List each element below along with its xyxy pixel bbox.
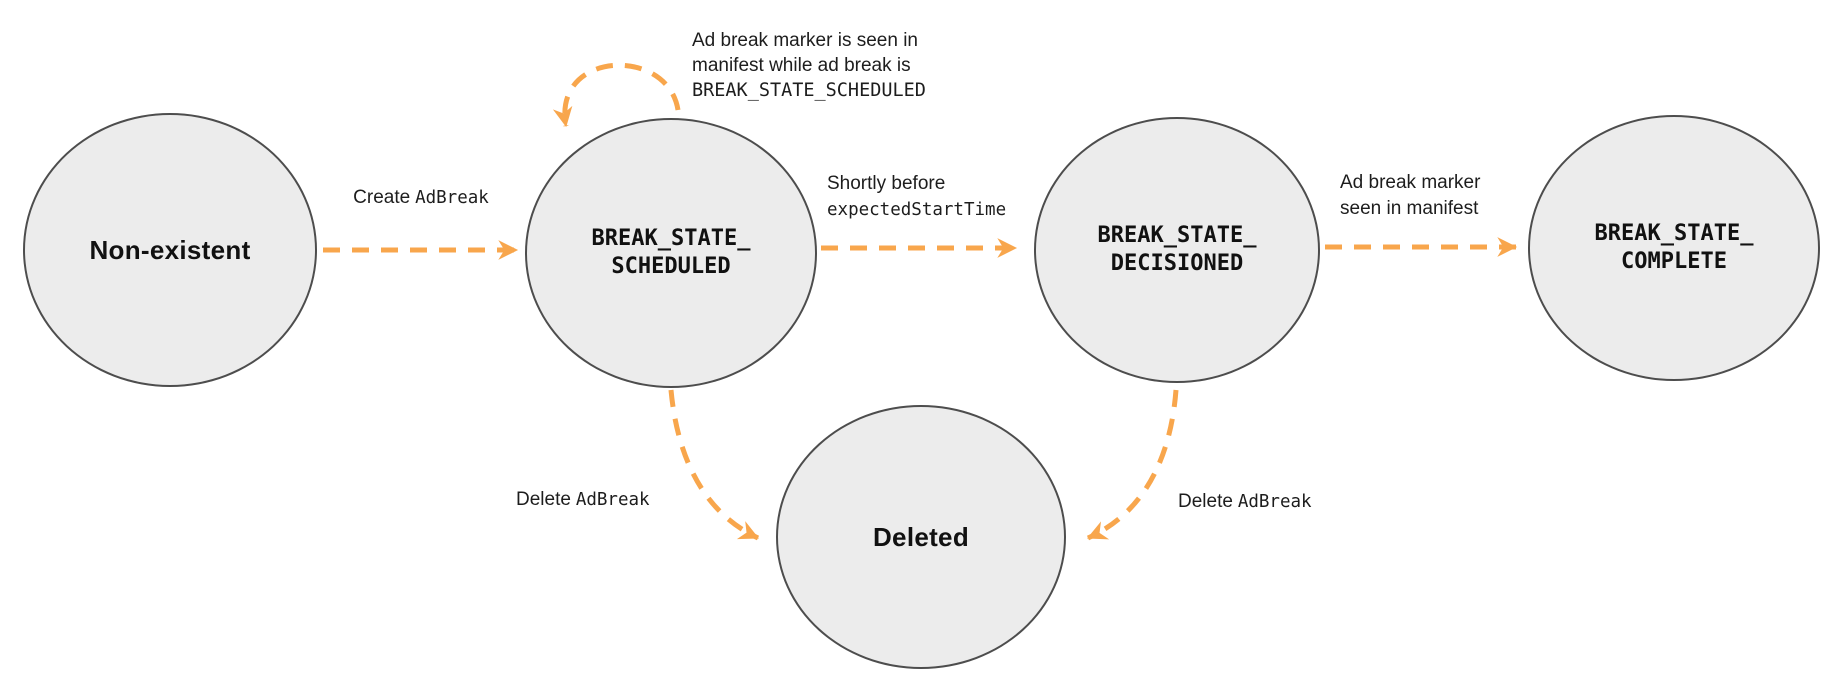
edge-scheduled-to-deleted	[668, 389, 760, 541]
node-decisioned-label-line2: DECISIONED	[1110, 251, 1244, 276]
edge-label-shortly-line1: Shortly before	[827, 173, 946, 194]
edge-label-self-loop-line2: manifest while ad break is	[692, 55, 911, 76]
node-break-state-complete: BREAK_STATE_ COMPLETE	[1528, 115, 1820, 381]
edge-label-delete-right-text: Delete	[1178, 491, 1233, 512]
edge-label-create-code: AdBreak	[415, 188, 489, 208]
edge-decisioned-to-deleted	[1086, 389, 1179, 541]
edge-label-self-loop-line1: Ad break marker is seen in	[692, 30, 918, 51]
node-break-state-scheduled: BREAK_STATE_ SCHEDULED	[525, 118, 817, 388]
edge-label-marker-seen-line1: Ad break marker	[1340, 172, 1481, 193]
edge-self-loop-scheduled	[552, 62, 681, 128]
node-deleted: Deleted	[776, 405, 1066, 669]
edge-label-delete-left-text: Delete	[516, 489, 571, 510]
node-decisioned-label-line1: BREAK_STATE_	[1097, 223, 1257, 248]
edge-label-delete-right-code: AdBreak	[1237, 492, 1312, 512]
node-complete-label-line2: COMPLETE	[1621, 249, 1727, 274]
edge-label-shortly-before: Shortly before expectedStartTime	[827, 170, 1006, 224]
node-scheduled-label-line1: BREAK_STATE_	[591, 226, 751, 251]
node-break-state-decisioned: BREAK_STATE_ DECISIONED	[1034, 117, 1320, 383]
node-complete-label-line1: BREAK_STATE_	[1594, 221, 1754, 246]
edge-label-self-loop-code: BREAK_STATE_SCHEDULED	[692, 80, 926, 101]
edge-label-shortly-code: expectedStartTime	[827, 200, 1007, 220]
edge-label-marker-seen: Ad break marker seen in manifest	[1340, 170, 1480, 222]
node-deleted-label: Deleted	[872, 521, 970, 552]
edge-label-marker-seen-line2: seen in manifest	[1340, 198, 1479, 219]
edge-label-delete-left-code: AdBreak	[575, 490, 650, 510]
node-scheduled-label-line2: SCHEDULED	[611, 254, 731, 279]
node-non-existent-label: Non-existent	[89, 234, 251, 265]
node-non-existent: Non-existent	[23, 113, 317, 387]
edge-label-create-text: Create	[353, 187, 411, 208]
edge-label-self-loop: Ad break marker is seen in manifest whil…	[692, 28, 926, 103]
